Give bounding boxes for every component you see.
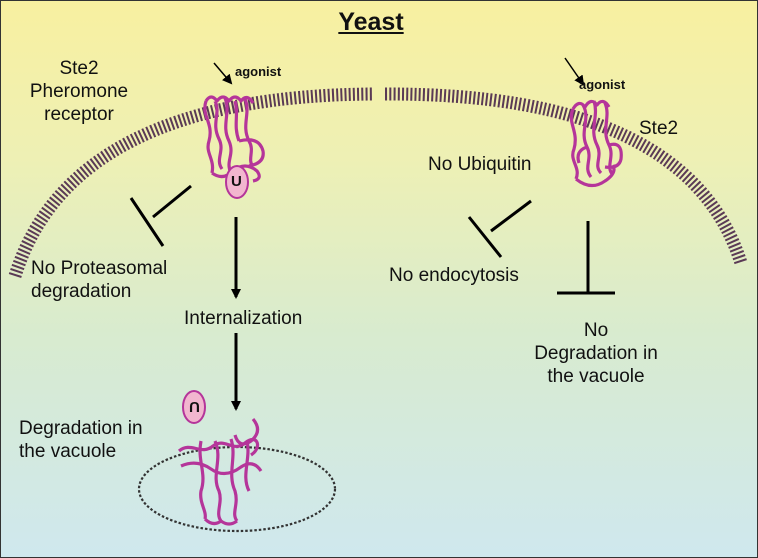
ste2-receptor-vacuole <box>177 417 263 526</box>
receptor-label-line3: receptor <box>44 104 114 125</box>
receptor-label-right: Ste2 <box>639 118 679 139</box>
no-proteasomal-line1: No Proteasomal <box>31 258 168 279</box>
degradation-vacuole-line2: the vacuole <box>19 441 117 462</box>
no-ubiquitin-label: No Ubiquitin <box>428 154 532 175</box>
degradation-vacuole-label: Degradation in the vacuole <box>19 417 143 463</box>
no-degradation-line2: Degradation in <box>534 343 658 364</box>
no-degradation-line1: No <box>583 320 609 341</box>
no-endocytosis-label: No endocytosis <box>389 265 519 286</box>
inhibition-no-endocytosis <box>467 199 532 258</box>
inhibition-no-proteasomal <box>129 184 192 247</box>
ste2-receptor-left <box>203 95 265 183</box>
agonist-label-left: agonist <box>235 64 282 79</box>
no-degradation-label: No Degradation in the vacuole <box>521 319 671 388</box>
diagram-title: Yeast <box>338 8 404 36</box>
receptor-label-line2: Pheromone <box>29 81 129 102</box>
agonist-arrow-right <box>564 57 585 86</box>
membrane-right-arc <box>384 87 748 265</box>
internalization-label: Internalization <box>184 308 303 329</box>
ubiquitin-tag-vacuole <box>182 390 206 424</box>
receptor-label-left: Ste2 Pheromone receptor <box>11 57 147 126</box>
membrane-left-arc <box>8 87 374 278</box>
ste2-receptor-right <box>569 99 623 188</box>
no-proteasomal-line2: degradation <box>31 281 132 302</box>
agonist-arrow-left <box>213 62 233 85</box>
ubiquitin-symbol-left: U <box>231 173 242 190</box>
degradation-vacuole-line1: Degradation in <box>19 418 143 439</box>
agonist-label-right: agonist <box>579 77 626 92</box>
receptor-label-line1: Ste2 <box>59 58 99 79</box>
no-degradation-line3: the vacuole <box>547 366 645 387</box>
no-proteasomal-label: No Proteasomal degradation <box>31 257 167 303</box>
ubiquitin-symbol-vacuole: U <box>189 398 200 415</box>
ubiquitin-tag-left <box>225 165 249 199</box>
inhibition-no-degradation <box>557 221 615 295</box>
